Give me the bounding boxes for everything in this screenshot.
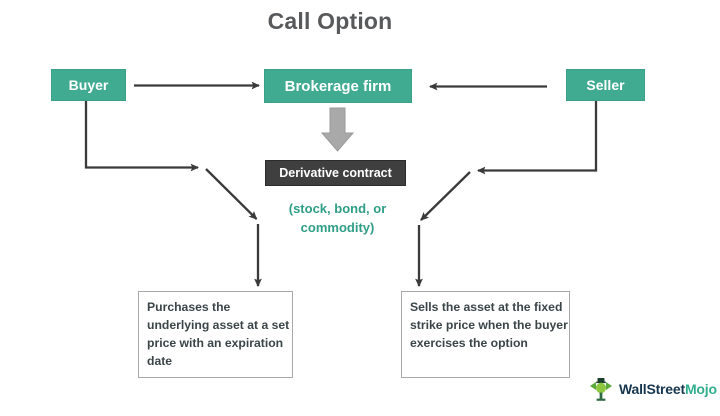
wallstreetmojo-logo-text: WallStreetMojo <box>619 381 717 397</box>
connector-seller-to-right-outcome-vertical <box>477 101 598 175</box>
outcome-box-buyer-text: Purchases the underlying asset at a set … <box>147 300 290 368</box>
node-brokerage-firm[interactable]: Brokerage firm <box>264 69 412 103</box>
bull-figure-icon <box>588 376 614 402</box>
node-derivative-contract[interactable]: Derivative contract <box>265 160 406 186</box>
node-buyer[interactable]: Buyer <box>51 69 126 101</box>
connector-seller-to-right-outcome-diagonal <box>420 171 471 221</box>
logo-text-wallstreet: WallStreet <box>619 381 685 397</box>
connector-buyer-to-left-outcome-diagonal <box>205 168 258 220</box>
node-seller[interactable]: Seller <box>566 69 645 101</box>
outcome-box-seller: Sells the asset at the fixed strike pric… <box>401 291 570 378</box>
node-seller-label: Seller <box>586 77 625 93</box>
node-buyer-label: Buyer <box>68 77 109 93</box>
derivative-asset-types-label: (stock, bond, or commodity) <box>288 201 387 235</box>
block-arrow-brokerage-to-derivative <box>320 107 355 152</box>
outcome-box-buyer: Purchases the underlying asset at a set … <box>138 291 293 378</box>
logo-text-mojo: Mojo <box>684 381 717 397</box>
node-brokerage-firm-label: Brokerage firm <box>284 77 392 95</box>
connector-buyer-to-left-outcome-vertical <box>84 101 199 172</box>
page-title: Call Option <box>267 8 393 34</box>
node-derivative-contract-label: Derivative contract <box>279 166 392 180</box>
wallstreetmojo-logo[interactable]: WallStreetMojo <box>588 376 717 402</box>
outcome-box-seller-text: Sells the asset at the fixed strike pric… <box>410 300 568 350</box>
